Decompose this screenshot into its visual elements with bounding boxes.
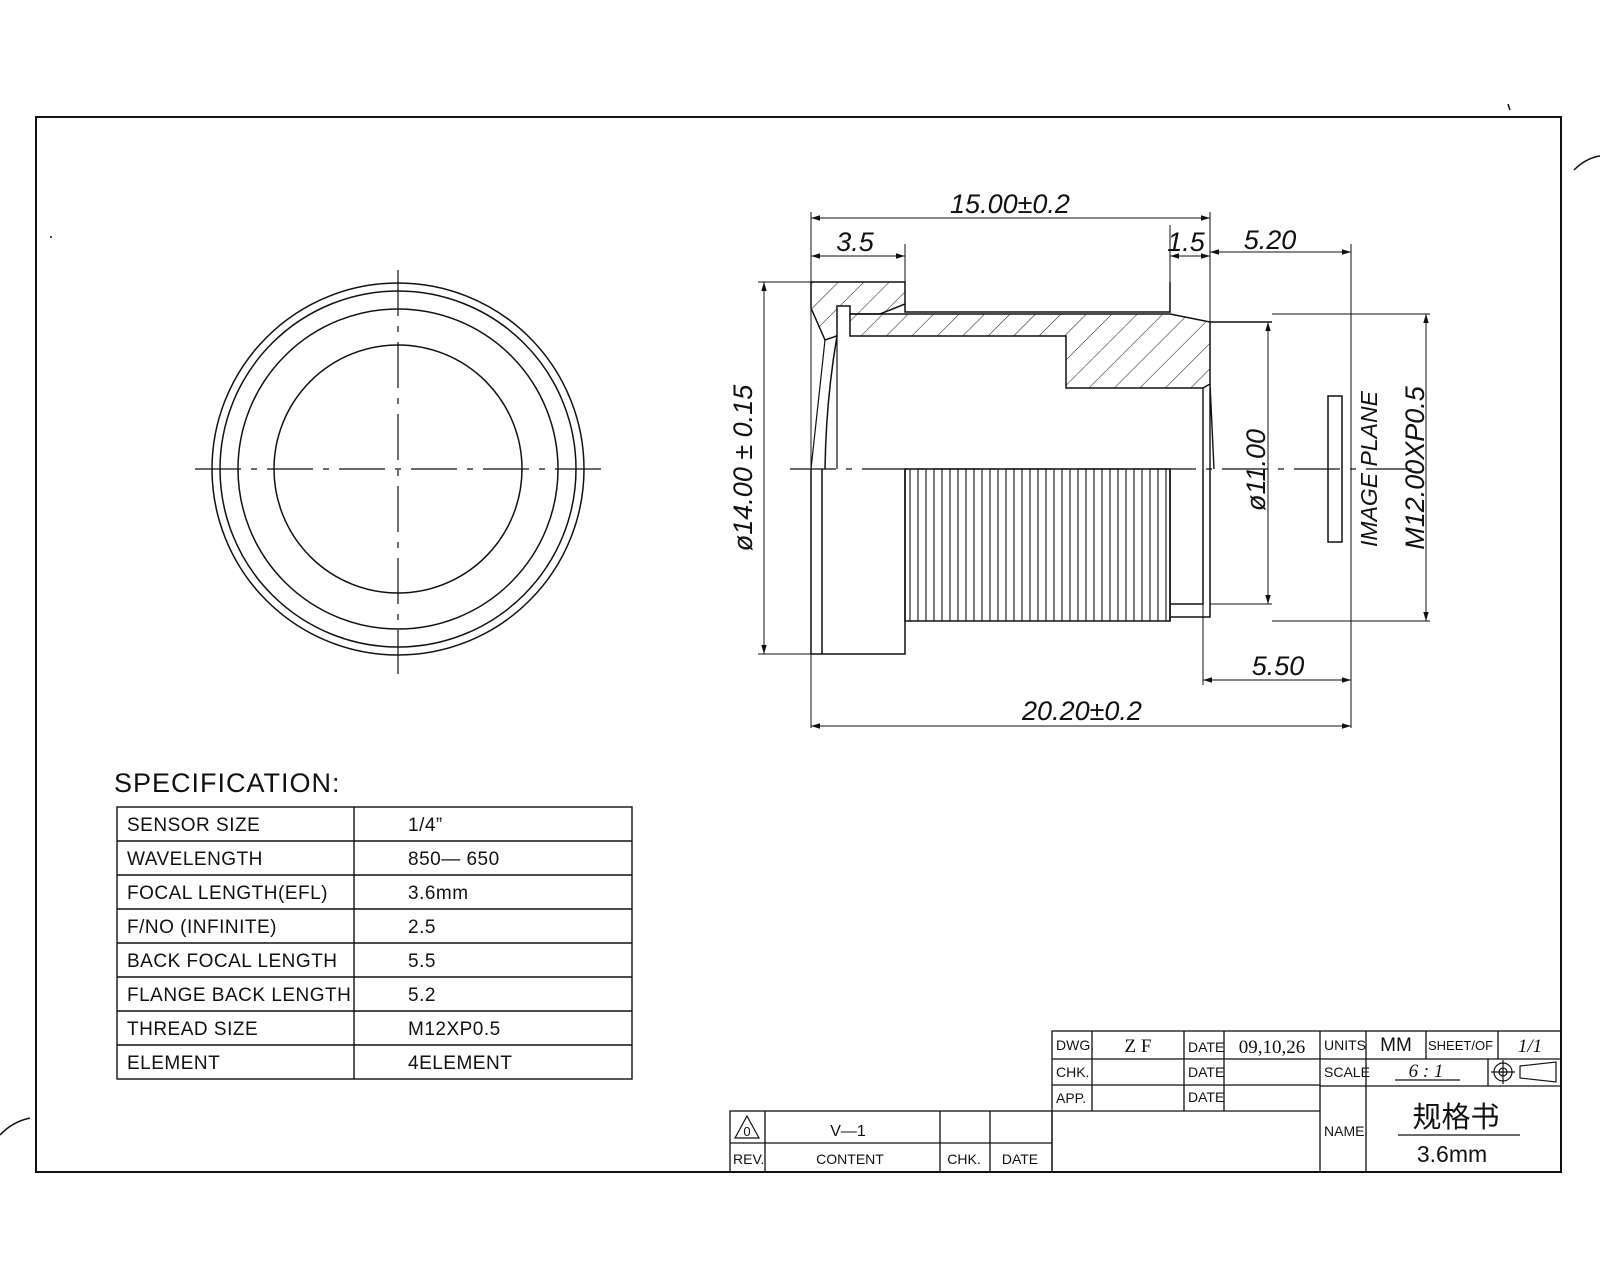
- spec-row-label: THREAD SIZE: [127, 1019, 258, 1040]
- front-view: [195, 270, 610, 674]
- spec-row-label: WAVELENGTH: [127, 849, 263, 870]
- drawing-border: [35, 116, 1562, 1173]
- spec-row-value: 2.5: [408, 917, 436, 938]
- dim-step: 1.5: [1167, 227, 1206, 257]
- scale-label: SCALE: [1324, 1064, 1370, 1080]
- spec-row-value: 5.5: [408, 951, 436, 972]
- spec-row-value: 850— 650: [408, 849, 500, 870]
- dim-thread: M12.00XP0.5: [1400, 385, 1430, 550]
- spec-heading: SPECIFICATION:: [114, 768, 341, 798]
- sheet-value: 1/1: [1518, 1036, 1542, 1057]
- section-barrel: [849, 313, 1211, 389]
- units-label: UNITS: [1324, 1037, 1366, 1053]
- spec-row-label: BACK FOCAL LENGTH: [127, 951, 338, 972]
- chk-label: CHK.: [1056, 1064, 1089, 1080]
- dim-diameter-outer: ø14.00 ± 0.15: [728, 384, 758, 551]
- rev-content-label: CONTENT: [816, 1151, 884, 1167]
- dwg-label: DWG.: [1056, 1037, 1094, 1053]
- dim-overall-top: 15.00±0.2: [950, 189, 1070, 219]
- corner-mark: [1507, 103, 1511, 111]
- app-date-label: DATE: [1188, 1089, 1224, 1105]
- spec-row-value: M12XP0.5: [408, 1019, 501, 1040]
- spec-row-label: SENSOR SIZE: [127, 815, 260, 836]
- dim-overall-total: 20.20±0.2: [1021, 696, 1142, 726]
- title-block: [1051, 1030, 1562, 1173]
- dim-image-plane: IMAGE PLANE: [1356, 390, 1382, 547]
- spec-row-label: FOCAL LENGTH(EFL): [127, 883, 328, 904]
- spec-row-label: FLANGE BACK LENGTH: [127, 985, 351, 1006]
- side-view: [790, 281, 1420, 655]
- front-lens-edge: [810, 339, 826, 470]
- corner-mark: [0, 1117, 31, 1136]
- dot-mark: [50, 236, 52, 238]
- date-label: DATE: [1188, 1039, 1224, 1055]
- barrel-top-contour: [904, 282, 1171, 313]
- projection-symbol-icon: [1491, 1060, 1557, 1084]
- dwg-value: Z F: [1125, 1036, 1152, 1057]
- scale-value: 6 : 1: [1409, 1061, 1444, 1082]
- rev-chk-label: CHK.: [947, 1151, 980, 1167]
- bottom-rear-barrel: [1169, 469, 1211, 621]
- front-lens-curve: [824, 335, 838, 470]
- thread-lines: [909, 469, 1167, 621]
- rear-step: [1202, 321, 1272, 470]
- name-sub: 3.6mm: [1417, 1141, 1487, 1167]
- dim-diameter-inner: ø11.00: [1241, 429, 1271, 511]
- units-value: MM: [1380, 1035, 1412, 1056]
- rev-label: REV.: [733, 1151, 764, 1167]
- spec-row-value: 3.6mm: [408, 883, 469, 904]
- name-value: 规格书: [1412, 1100, 1499, 1134]
- name-label: NAME: [1324, 1123, 1364, 1139]
- revision-block: [729, 1110, 1053, 1173]
- section-front-ring: [810, 281, 906, 341]
- dim-front-flange: 3.5: [836, 227, 875, 257]
- dim-flange-back: 5.20: [1244, 225, 1297, 255]
- image-plane-rect: [1327, 395, 1343, 543]
- dimension-lines: [758, 212, 1430, 729]
- spec-row-value: 1/4”: [408, 815, 443, 836]
- rev-date-label: DATE: [1002, 1151, 1038, 1167]
- date-value: 09,10,26: [1239, 1037, 1306, 1058]
- spec-row-label: F/NO (INFINITE): [127, 917, 277, 938]
- spec-row-value: 5.2: [408, 985, 436, 1006]
- spec-row-value: 4ELEMENT: [408, 1053, 512, 1074]
- chk-date-label: DATE: [1188, 1064, 1224, 1080]
- sheet-label: SHEET/OF: [1428, 1038, 1493, 1053]
- dim-back-focal: 5.50: [1252, 651, 1305, 681]
- svg-text:0: 0: [743, 1124, 750, 1139]
- corner-mark: [1573, 155, 1600, 171]
- spec-row-label: ELEMENT: [127, 1053, 220, 1074]
- rev-content-value: V—1: [830, 1123, 866, 1140]
- revision-triangle-icon: 0: [733, 1114, 761, 1139]
- bottom-front-ring: [810, 469, 906, 655]
- app-label: APP.: [1056, 1090, 1086, 1106]
